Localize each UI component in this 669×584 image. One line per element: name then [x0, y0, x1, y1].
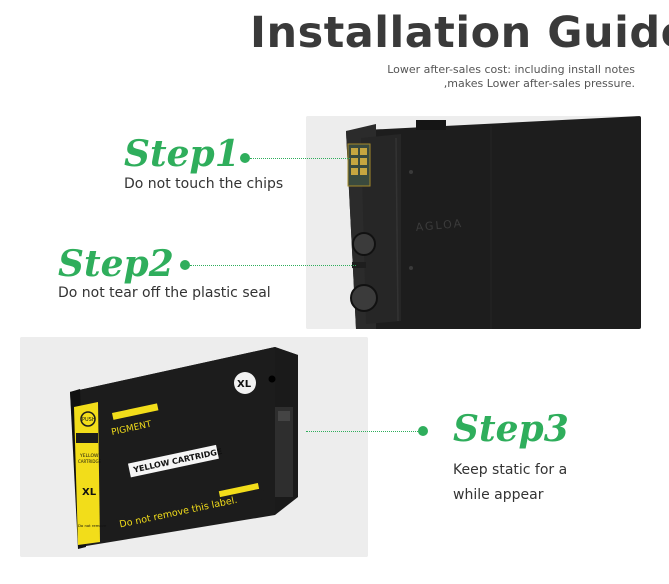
cartridge-side-illustration: AGLOA [306, 116, 641, 329]
step2-pointer-line [190, 265, 356, 266]
push-label: PUSH [82, 417, 96, 423]
step2-marker-dot [180, 260, 190, 270]
step2-description: Do not tear off the plastic seal [58, 285, 271, 301]
step3-description-line-1: Keep static for a [453, 462, 568, 478]
step3-description-line-2: while appear [453, 487, 544, 503]
subtitle-line-1: Lower after-sales cost: including instal… [387, 63, 635, 76]
page-title: Installation Guide [250, 8, 669, 58]
strip-warning-text: Do not remove [78, 523, 107, 528]
cartridge-side-photo: AGLOA [306, 116, 641, 329]
cartridge-front-illustration: PUSH YELLOW CARTRIDGE XL Do not remove X… [20, 337, 368, 557]
step3-heading: Step3 [453, 408, 569, 450]
step1-pointer-line [250, 158, 350, 159]
step2-heading: Step2 [58, 243, 174, 285]
xl-badge: XL [237, 379, 252, 390]
step1-description: Do not touch the chips [124, 176, 284, 192]
step3-pointer-line [306, 431, 418, 432]
step3-marker-dot [418, 426, 428, 436]
strip-xl-text: XL [82, 487, 97, 498]
cartridge-front-photo: PUSH YELLOW CARTRIDGE XL Do not remove X… [20, 337, 368, 557]
step1-marker-dot [240, 153, 250, 163]
strip-cartridge-text: CARTRIDGE [78, 459, 102, 464]
subtitle-line-2: ,makes Lower after-sales pressure. [443, 77, 635, 90]
strip-yellow-text: YELLOW [79, 453, 99, 459]
step1-heading: Step1 [124, 133, 240, 175]
cartridge-brand-text: AGLOA [415, 217, 464, 234]
